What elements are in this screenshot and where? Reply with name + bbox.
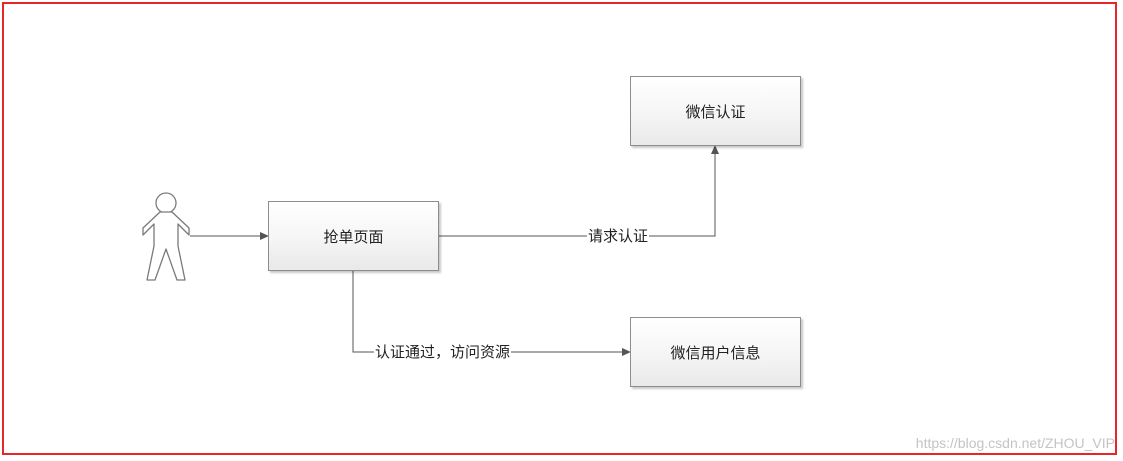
auth-passed-label: 认证通过，访问资源	[374, 343, 512, 361]
watermark: https://blog.csdn.net/ZHOU_VIP	[915, 435, 1115, 451]
wechat-user-info-node: 微信用户信息	[630, 317, 801, 387]
grab-order-page-node: 抢单页面	[268, 201, 439, 271]
grab-order-page-label: 抢单页面	[323, 227, 384, 246]
person-actor-icon	[142, 192, 190, 281]
wechat-auth-node: 微信认证	[630, 76, 801, 146]
diagram-frame	[2, 2, 1117, 455]
request-auth-label: 请求认证	[587, 227, 650, 245]
arrow-request-auth	[439, 145, 719, 237]
wechat-user-info-label: 微信用户信息	[670, 343, 761, 362]
arrow-auth-passed	[352, 271, 631, 356]
wechat-auth-label: 微信认证	[685, 102, 746, 121]
